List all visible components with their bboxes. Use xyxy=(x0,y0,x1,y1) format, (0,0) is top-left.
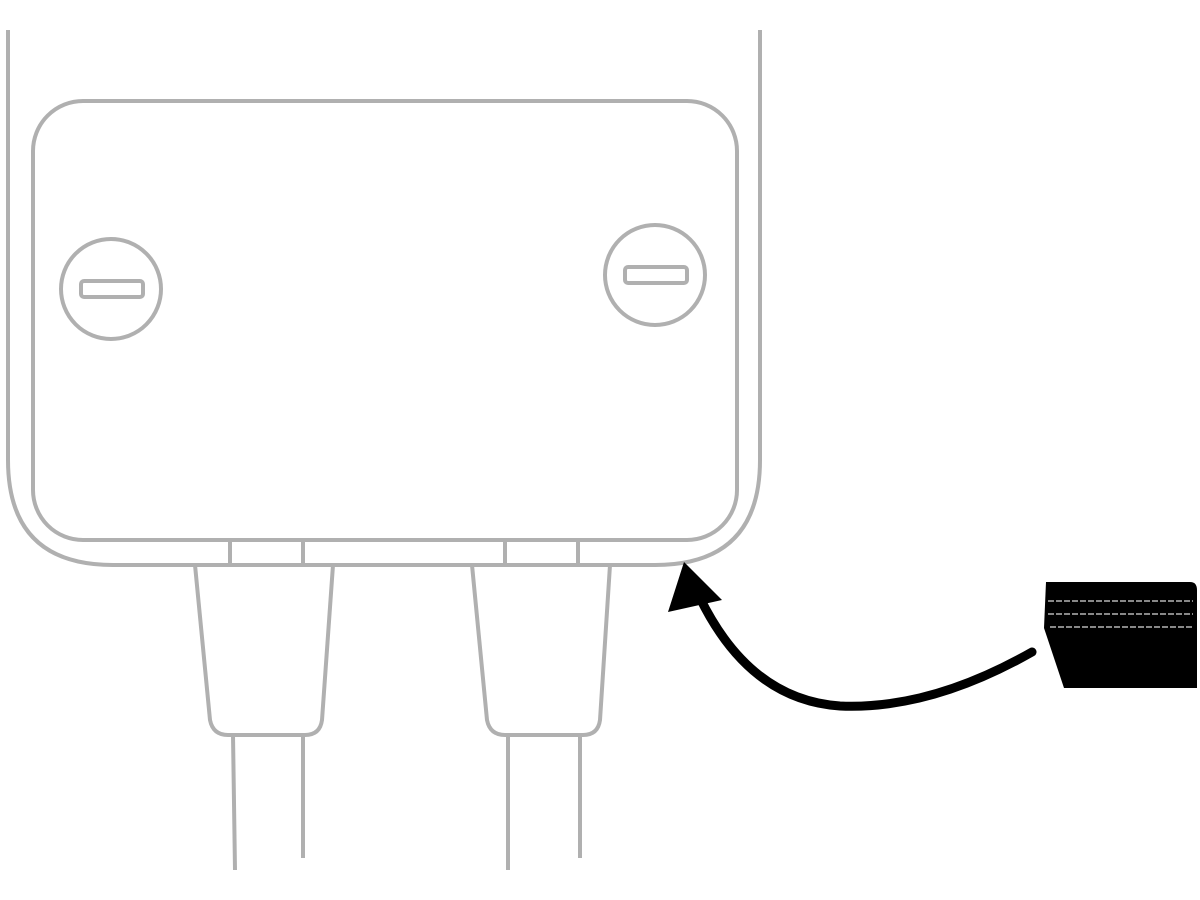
cover-plate xyxy=(31,99,739,542)
arrowhead xyxy=(668,562,722,612)
label-tag xyxy=(1044,582,1197,688)
device-housing xyxy=(6,30,762,567)
screw-right xyxy=(603,223,707,327)
cable xyxy=(231,734,305,871)
screw-left xyxy=(59,237,163,341)
cable xyxy=(506,735,582,870)
cable-connector-right xyxy=(469,540,613,870)
cable-connector-left xyxy=(192,540,336,871)
screw-slot xyxy=(79,279,145,299)
screw-slot xyxy=(623,265,689,285)
pointer-arrow xyxy=(668,562,1037,711)
